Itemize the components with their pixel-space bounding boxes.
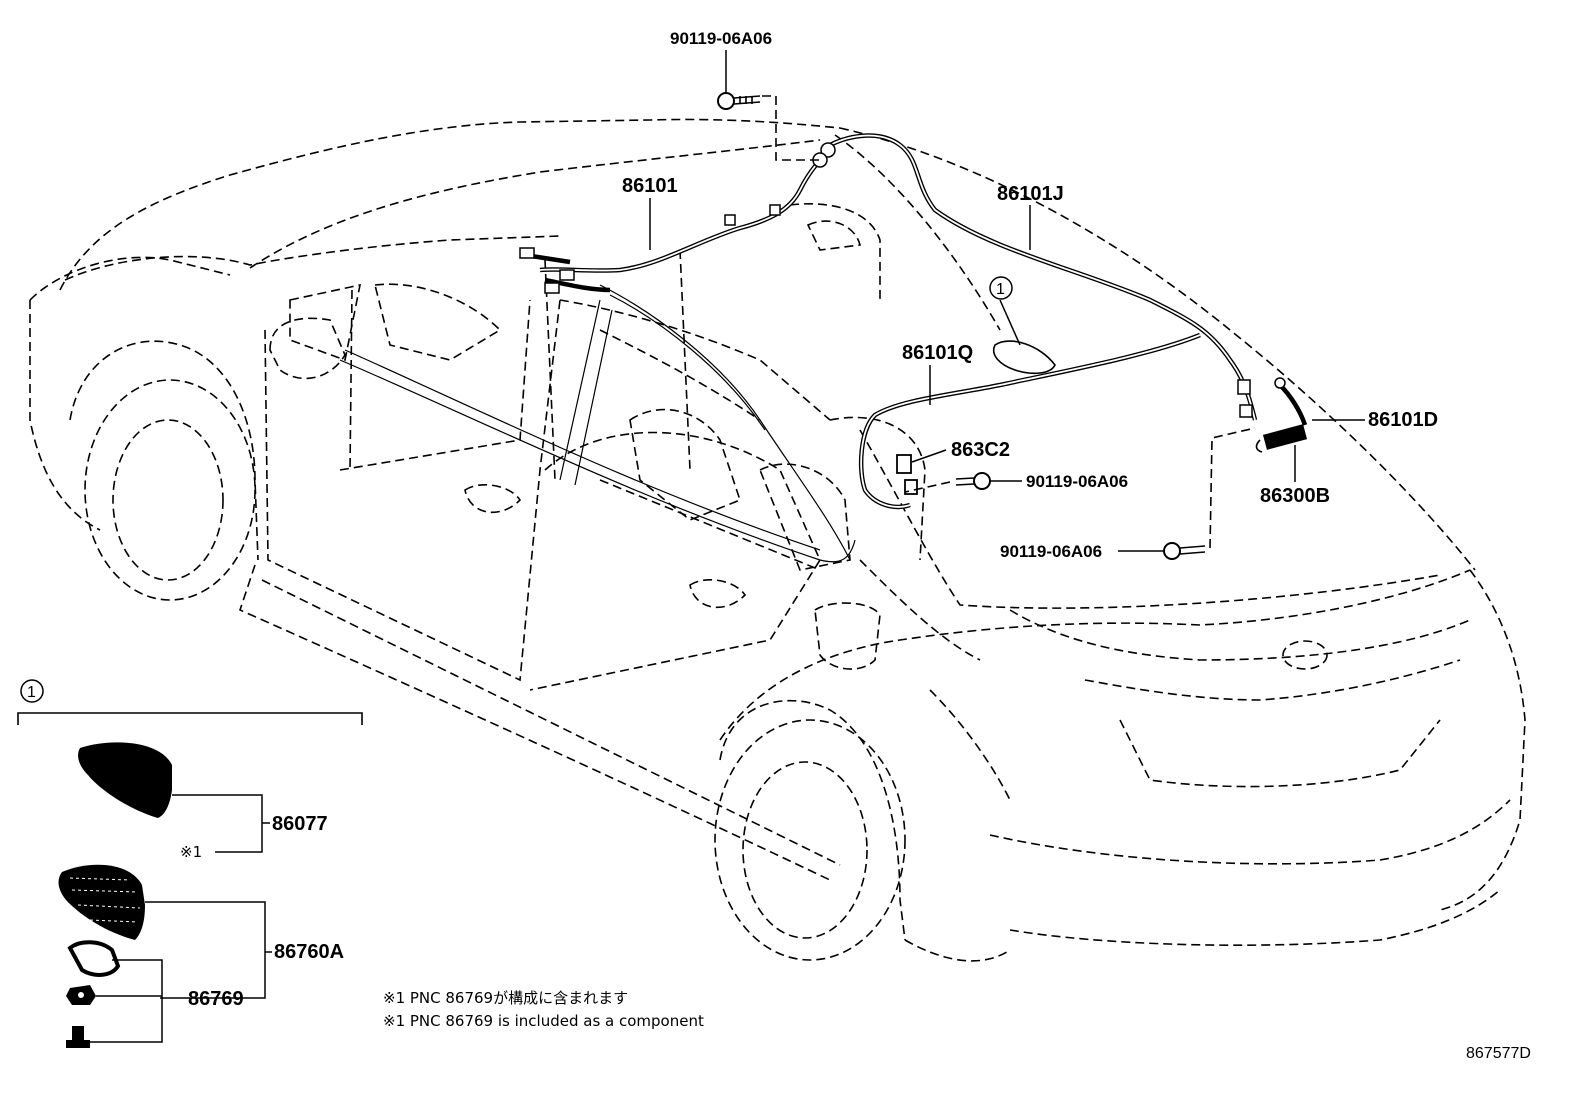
label-86101: 86101 — [622, 175, 678, 197]
svg-text:1: 1 — [996, 281, 1005, 298]
callout-marker: 1 — [989, 276, 1013, 300]
label-86077: 86077 — [272, 813, 328, 835]
label-bolt-top: 90119-06A06 — [670, 29, 772, 48]
label-bolt-mid: 90119-06A06 — [1026, 472, 1128, 491]
note-marker: ※1 — [180, 843, 202, 861]
label-86101J: 86101J — [997, 183, 1064, 205]
label-86101D: 86101D — [1368, 409, 1438, 431]
inset-parts-breakdown: 1 86077 ※1 86760A 86769 — [17, 679, 363, 1048]
car-body-outline — [29, 118, 1526, 962]
wire-harness-86101J — [812, 133, 1258, 421]
label-86300B: 86300B — [1260, 485, 1330, 507]
svg-text:1: 1 — [27, 684, 36, 701]
wire-harness-86101 — [519, 148, 832, 294]
antenna-cover-shape — [78, 742, 172, 818]
label-86101Q: 86101Q — [902, 342, 973, 364]
wire-harness-86101D — [1274, 377, 1308, 426]
nut-icon — [66, 985, 96, 1005]
bolt-icon — [1163, 542, 1206, 560]
leader-callout — [999, 299, 1021, 346]
label-bolt-low: 90119-06A06 — [1000, 542, 1102, 561]
roof-antenna-outline — [993, 340, 1056, 375]
illustration-code: 867577D — [1466, 1045, 1531, 1062]
wire-harness-86101Q — [858, 332, 1201, 510]
roof-headliner — [339, 284, 856, 563]
gasket-shape — [67, 940, 121, 977]
label-863C2: 863C2 — [951, 439, 1010, 461]
bolt-icon — [717, 92, 761, 110]
screw-icon — [66, 1026, 90, 1048]
note-en: ※1 PNC 86769 is included as a component — [383, 1012, 704, 1030]
antenna-amplifier-86300B — [1255, 424, 1308, 453]
antenna-assy-shape — [58, 864, 145, 940]
callout-marker: 1 — [20, 679, 44, 703]
note-jp: ※1 PNC 86769が構成に含まれます — [383, 989, 628, 1007]
leader-863C2 — [911, 449, 947, 463]
label-86769: 86769 — [188, 988, 244, 1010]
bolt-icon — [955, 472, 991, 490]
label-86760A: 86760A — [274, 941, 344, 963]
